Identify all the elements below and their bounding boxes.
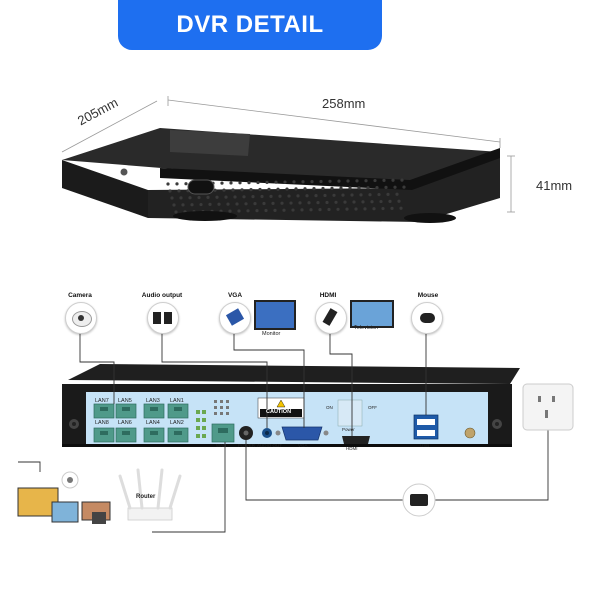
vga-label: VGA bbox=[227, 292, 243, 299]
lan2-label: LAN2 bbox=[170, 420, 184, 426]
router bbox=[127, 507, 173, 521]
dvr-left-side bbox=[62, 160, 148, 218]
speaker-icon bbox=[147, 302, 179, 334]
caution-text: CAUTION bbox=[266, 409, 292, 415]
page-title: DVR DETAIL bbox=[176, 11, 324, 38]
wan-label: WAN bbox=[216, 443, 227, 448]
on-label: ON bbox=[326, 405, 333, 410]
camera-icon bbox=[65, 302, 97, 334]
television-label: Television bbox=[354, 325, 379, 331]
power-label: POWER bbox=[238, 443, 256, 448]
audio-out-label: AUDIO OUT bbox=[257, 443, 283, 448]
lan1-label: LAN1 bbox=[170, 398, 184, 404]
connection-lines bbox=[18, 330, 549, 533]
lan5-label: LAN5 bbox=[118, 398, 132, 404]
devices-group bbox=[17, 487, 59, 517]
vga-cable-icon bbox=[219, 302, 251, 334]
lan6-label: LAN6 bbox=[118, 420, 132, 426]
lan8-label: LAN8 bbox=[95, 420, 109, 426]
hdmi-cable-icon bbox=[315, 302, 347, 334]
monitor-label: Monitor bbox=[262, 331, 281, 337]
router-label: Router bbox=[136, 494, 156, 500]
lan7-label: LAN7 bbox=[95, 398, 109, 404]
television-icon bbox=[350, 300, 394, 328]
mouse-label: Mouse bbox=[417, 292, 439, 299]
power-switch bbox=[337, 399, 363, 427]
vga-port-label: VGA bbox=[298, 443, 308, 448]
hdmi-port-label: HDMI bbox=[346, 446, 358, 451]
audio-output-label: Audio output bbox=[141, 292, 183, 299]
monitor-icon bbox=[254, 300, 296, 330]
lan4-label: LAN4 bbox=[146, 420, 160, 426]
usb-label: USB bbox=[420, 443, 430, 448]
dimension-lines bbox=[61, 96, 515, 213]
width-label: 258mm bbox=[322, 96, 366, 111]
vga-port bbox=[281, 426, 323, 441]
status-leds bbox=[196, 410, 206, 438]
height-label: 41mm bbox=[536, 178, 573, 193]
power-switch-label: Power bbox=[342, 427, 355, 432]
wall-socket bbox=[522, 383, 574, 431]
page-title-banner: DVR DETAIL bbox=[118, 0, 382, 50]
panel-top-edge bbox=[68, 364, 520, 384]
mouse-icon bbox=[411, 302, 443, 334]
ground-screw bbox=[464, 427, 476, 439]
lan3-label: LAN3 bbox=[146, 398, 160, 404]
front-button bbox=[187, 179, 215, 195]
camera-label: Camera bbox=[68, 292, 92, 299]
hdmi-label: HDMI bbox=[319, 292, 337, 299]
off-label: OFF bbox=[368, 405, 377, 410]
hdmi-port bbox=[342, 436, 370, 444]
